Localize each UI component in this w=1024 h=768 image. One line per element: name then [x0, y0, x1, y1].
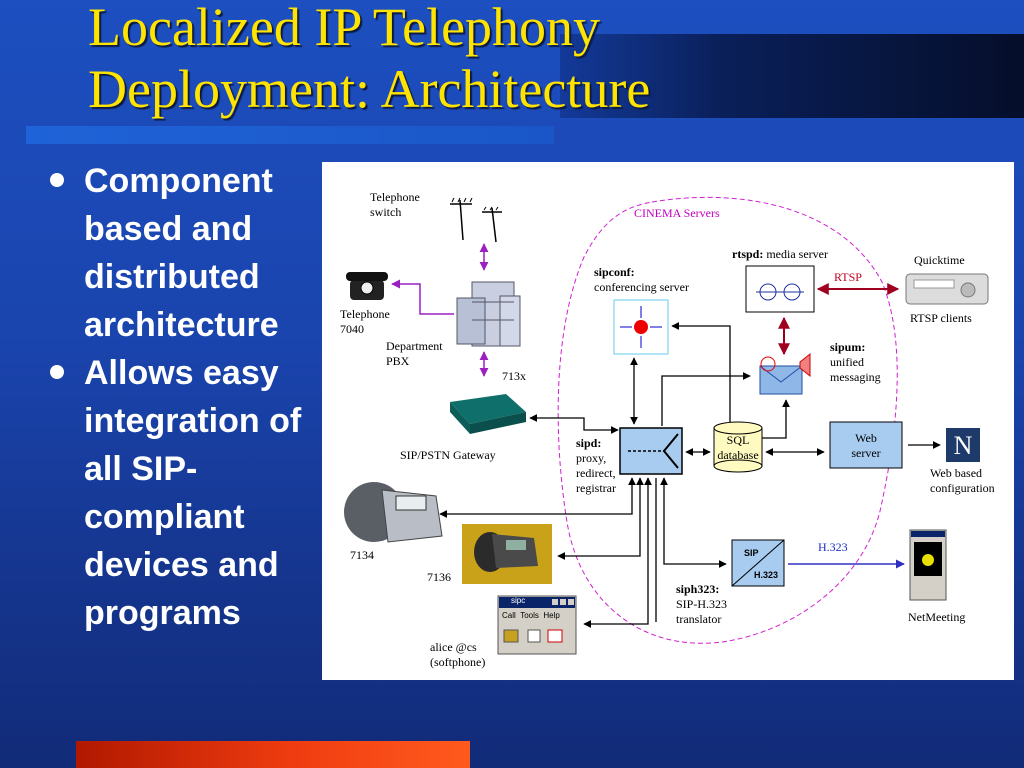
- bullet-text: Allows easy integration of all SIP-compl…: [84, 354, 302, 632]
- telephone-switch-icon: [450, 197, 502, 243]
- pbx-icon: [456, 281, 521, 347]
- web-server-box: [829, 421, 903, 469]
- quicktime-player-icon: [905, 273, 989, 305]
- siph323-box: [731, 539, 785, 587]
- sipconf-label: sipconf:conferencing server: [594, 265, 689, 294]
- bullet-dot: [50, 365, 64, 379]
- title-line-1: Localized IP Telephony: [88, 0, 601, 57]
- rtspd-server-icon: [745, 265, 815, 313]
- softphone-window-icon: [497, 595, 577, 655]
- title-underline: [26, 126, 554, 144]
- rotary-phone-icon: [346, 272, 388, 300]
- netmeeting-label: NetMeeting: [908, 610, 966, 624]
- h323-link-label: H.323: [818, 540, 848, 554]
- rtsp-link-label: RTSP: [834, 270, 862, 284]
- footer-bar: [76, 741, 470, 768]
- diagram-graphics: N: [344, 196, 989, 655]
- gateway-icon: [450, 394, 526, 434]
- cinema-servers-label: CINEMA Servers: [634, 206, 720, 220]
- siph323-box-label-sip: SIP: [744, 548, 759, 558]
- bullet-dot: [50, 173, 64, 187]
- sipum-icon: [759, 352, 811, 395]
- quicktime-label: Quicktime: [914, 253, 965, 267]
- bullet-list: Component based and distributed architec…: [44, 157, 316, 637]
- siph323-box-label-h323: H.323: [754, 570, 779, 580]
- sipd-label: sipd:proxy,redirect,registrar: [576, 436, 616, 495]
- softphone-menu: Call Tools Help: [502, 611, 560, 621]
- sipd-server-icon: [619, 427, 683, 475]
- ip-phone-icon: [344, 482, 443, 543]
- netscape-icon: N: [946, 428, 980, 462]
- softphone-label: alice @cs(softphone): [430, 640, 486, 669]
- link-713x-label: 713x: [502, 369, 526, 383]
- ip-phone-icon: [462, 524, 552, 584]
- cinema-boundary: [557, 196, 898, 644]
- sql-database-icon: [713, 421, 763, 473]
- menu-call[interactable]: Call: [502, 611, 516, 620]
- netmeeting-window-icon: [909, 529, 947, 601]
- sipconf-server-icon: [613, 299, 669, 355]
- title-band: [560, 34, 1024, 118]
- title-line-2: Deployment: Architecture: [88, 59, 651, 119]
- phone-7136-label: 7136: [427, 570, 451, 584]
- sip-pstn-gateway-label: SIP/PSTN Gateway: [400, 448, 496, 462]
- svg-text:N: N: [954, 431, 973, 460]
- rtspd-label: rtspd: media server: [732, 247, 828, 261]
- softphone-window-title: sipc: [511, 596, 526, 605]
- bullet-item: Component based and distributed architec…: [44, 157, 316, 349]
- slide-title: Localized IP Telephony Deployment: Archi…: [88, 0, 848, 120]
- bullet-text: Component based and distributed architec…: [84, 162, 279, 344]
- menu-help[interactable]: Help: [543, 611, 560, 620]
- bullet-item: Allows easy integration of all SIP-compl…: [44, 349, 316, 637]
- menu-tools[interactable]: Tools: [520, 611, 539, 620]
- phone-7134-label: 7134: [350, 548, 374, 562]
- rtsp-clients-label: RTSP clients: [910, 311, 972, 325]
